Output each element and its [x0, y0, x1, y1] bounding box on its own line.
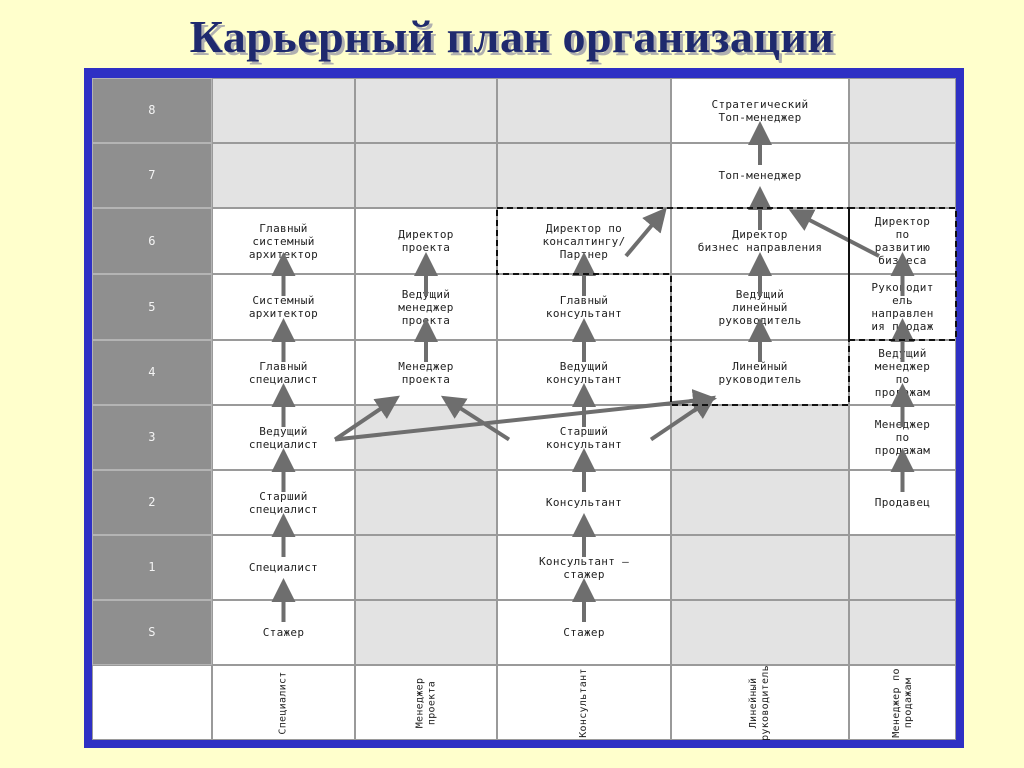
empty-cell [212, 78, 355, 143]
empty-cell [497, 143, 671, 208]
level-cell: 4 [92, 340, 212, 405]
track-label-линейный-руководитель: Линейный руководитель [671, 665, 849, 740]
empty-cell [355, 600, 497, 665]
empty-cell [849, 535, 956, 600]
empty-cell [355, 143, 497, 208]
level-cell: 6 [92, 208, 212, 274]
empty-cell [355, 78, 497, 143]
position-cell: Продавец [849, 470, 956, 535]
empty-cell [497, 78, 671, 143]
level-cell: 3 [92, 405, 212, 470]
career-arrow [333, 395, 400, 442]
level-cell: S [92, 600, 212, 665]
track-label-специалист: Специалист [212, 665, 355, 740]
empty-cell [671, 470, 849, 535]
level-cell: 8 [92, 78, 212, 143]
empty-cell [849, 600, 956, 665]
track-label-менеджер-проекта: Менеджер проекта [355, 665, 497, 740]
empty-cell [671, 535, 849, 600]
career-arrow [334, 388, 717, 442]
business-development-group-outline [848, 207, 957, 341]
career-arrow [788, 209, 880, 258]
career-arrow [624, 207, 667, 258]
position-cell: Менеджер проекта [355, 340, 497, 405]
career-arrow [649, 395, 716, 442]
level-cell: 7 [92, 143, 212, 208]
level-cell: 1 [92, 535, 212, 600]
partner-group-outline [496, 207, 850, 406]
corner-cell [92, 665, 212, 740]
level-cell: 5 [92, 274, 212, 340]
level-cell: 2 [92, 470, 212, 535]
position-cell: Системный архитектор [212, 274, 355, 340]
track-label-консультант: Консультант [497, 665, 671, 740]
empty-cell [355, 535, 497, 600]
career-arrow [440, 395, 511, 442]
page-title: Карьерный план организации [189, 11, 835, 62]
empty-cell [671, 600, 849, 665]
track-label-менеджер-по-продажам: Менеджер по продажам [849, 665, 956, 740]
empty-cell [355, 470, 497, 535]
empty-cell [212, 143, 355, 208]
empty-cell [849, 78, 956, 143]
